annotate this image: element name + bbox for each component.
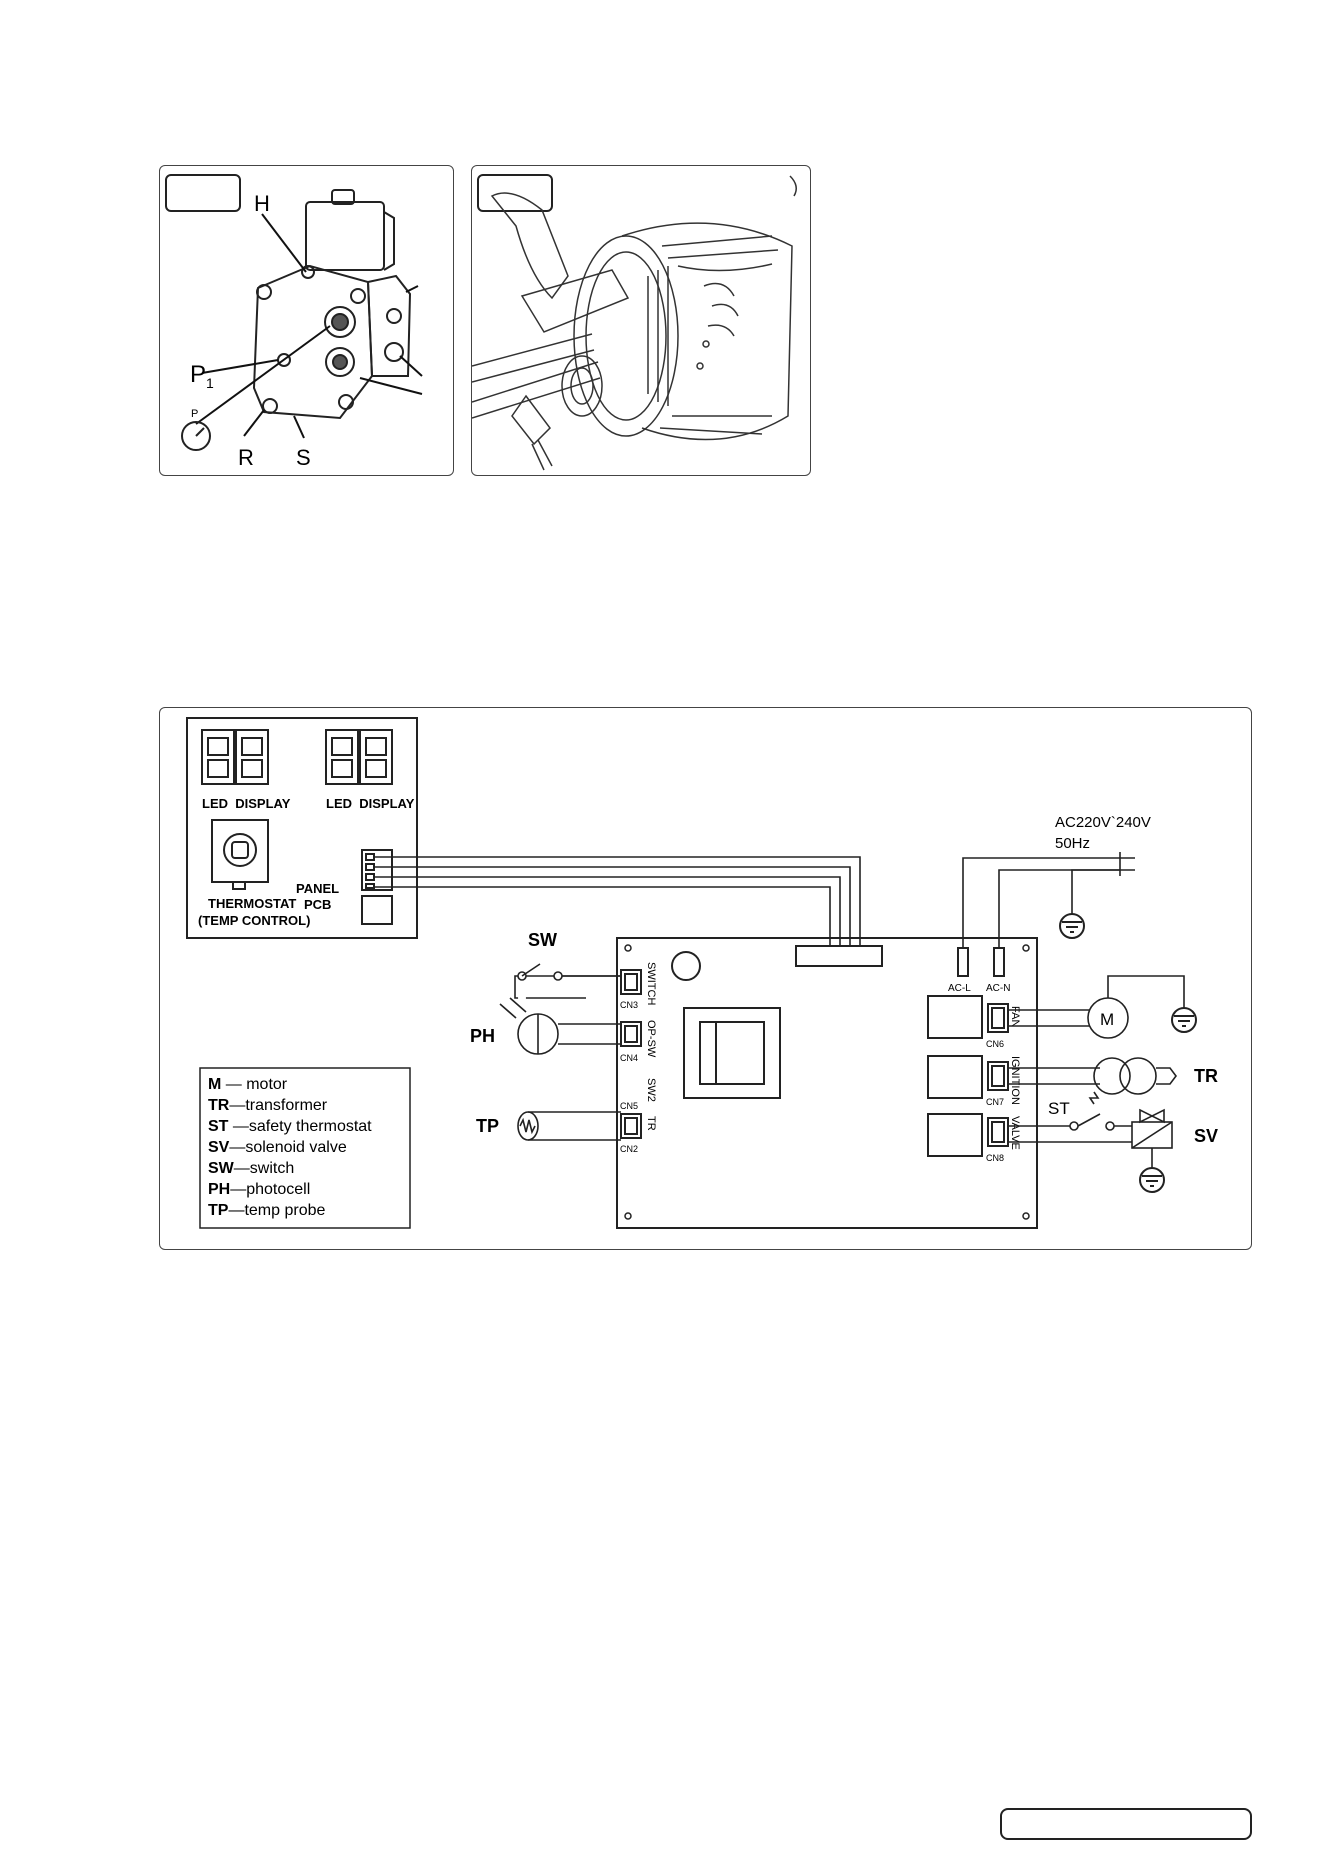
cn6-label: CN6: [986, 1039, 1004, 1049]
power-supply-wires: [963, 852, 1135, 948]
ignition-label: IGNITION: [1009, 1056, 1021, 1105]
cn2-label: CN2: [620, 1144, 638, 1154]
pressure-gauge-icon: [182, 422, 210, 450]
cn7-label: CN7: [986, 1097, 1004, 1107]
safety-thermostat-symbol: [1008, 1092, 1132, 1142]
pump-label-r: R: [238, 445, 254, 470]
cn5-label: CN5: [620, 1101, 638, 1111]
cn3-label: CN3: [620, 1000, 638, 1010]
legend-item: ST —safety thermostat: [208, 1118, 372, 1135]
pump-label-gauge-p: P: [191, 408, 198, 420]
pump-illustration: H P 1 P R S: [160, 166, 453, 475]
m-component-label: M: [1100, 1010, 1114, 1029]
photocell-symbol: [500, 998, 621, 1054]
board-capacitor: [672, 952, 700, 980]
temp-probe-symbol: [518, 1112, 621, 1140]
valve-label: VALVE: [1009, 1116, 1021, 1150]
tp-component-label: TP: [476, 1116, 499, 1136]
motor-illustration: [472, 166, 810, 475]
right-relays: [928, 996, 1008, 1156]
legend-item: SW—switch: [208, 1160, 294, 1177]
pump-solenoid: [306, 190, 394, 270]
wiring-diagram: LED DISPLAY LED DISPLAY THERMOSTAT (TEMP…: [160, 708, 1251, 1249]
thermostat-label-line1: THERMOSTAT: [208, 896, 296, 911]
board-header-connector: [796, 946, 882, 966]
panel-pcb-label-line1: PANEL: [296, 881, 339, 896]
sw2-label: SW2: [645, 1078, 657, 1102]
motor-ground-icon: [1172, 1008, 1196, 1032]
sw-component-label: SW: [528, 930, 557, 950]
ac-terminals: [958, 948, 1004, 976]
legend-item: TP—temp probe: [208, 1202, 325, 1219]
sv-component-label: SV: [1194, 1126, 1218, 1146]
cn4-label: CN4: [620, 1053, 638, 1063]
switch-symbol: [515, 964, 621, 1002]
legend-list: M — motor TR—transformer ST —safety ther…: [208, 1076, 372, 1219]
led-display-2: [326, 730, 392, 784]
led-display-1-label: LED DISPLAY: [202, 796, 291, 811]
pump-body: [254, 266, 410, 418]
pump-label-p1: P: [190, 361, 206, 388]
tr-label-board: TR: [645, 1116, 657, 1131]
power-frequency-label: 50Hz: [1055, 835, 1090, 852]
ribbon-cable: [374, 857, 860, 946]
switch-label: SWITCH: [645, 962, 657, 1005]
wiring-diagram-frame: LED DISPLAY LED DISPLAY THERMOSTAT (TEMP…: [159, 707, 1252, 1250]
solenoid-valve-symbol: [1132, 1110, 1172, 1168]
tr-component-label: TR: [1194, 1066, 1218, 1086]
pump-label-s: S: [296, 445, 311, 470]
thermostat-knob-icon: [212, 820, 268, 889]
legend-item: SV—solenoid valve: [208, 1139, 347, 1156]
pump-label-p1-subscript: 1: [206, 375, 214, 391]
cn8-label: CN8: [986, 1153, 1004, 1163]
transformer-symbol: [1008, 1058, 1176, 1094]
led-display-2-label: LED DISPLAY: [326, 796, 415, 811]
thermostat-label-line2: (TEMP CONTROL): [198, 913, 310, 928]
motor-figure-frame: [471, 165, 811, 476]
ac-n-label: AC-N: [986, 983, 1010, 994]
board-transformer: [684, 1008, 780, 1098]
op-sw-label: OP-SW: [645, 1020, 657, 1058]
panel-pcb-label-line2: PCB: [304, 897, 331, 912]
power-voltage-label: AC220V`240V: [1055, 814, 1151, 831]
st-component-label: ST: [1048, 1099, 1070, 1118]
valve-ground-icon: [1140, 1168, 1164, 1192]
ph-component-label: PH: [470, 1026, 495, 1046]
power-ground-icon: [1060, 914, 1084, 938]
led-display-1: [202, 730, 268, 784]
motor-symbol: [1008, 976, 1184, 1038]
main-controller-board: [617, 938, 1037, 1228]
pump-figure-frame: H P 1 P R S: [159, 165, 454, 476]
legend-item: TR—transformer: [208, 1097, 328, 1114]
legend-item: M — motor: [208, 1076, 288, 1093]
pump-label-h: H: [254, 191, 270, 216]
footer-page-box: [1000, 1808, 1252, 1840]
legend-item: PH—photocell: [208, 1181, 310, 1198]
pump-leader-lines: [196, 214, 422, 438]
ac-l-label: AC-L: [948, 983, 971, 994]
